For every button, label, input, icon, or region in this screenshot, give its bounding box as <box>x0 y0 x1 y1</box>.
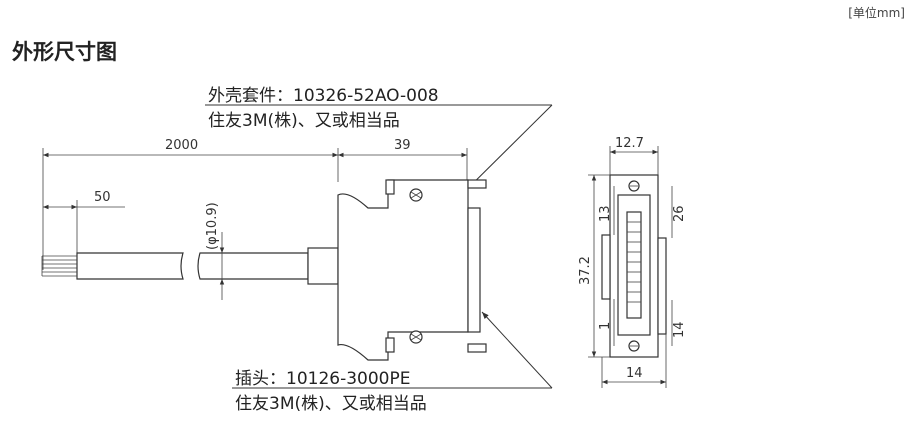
dim-1: 1 <box>598 322 613 330</box>
shell-maker-label: 住友3M(株)、又或相当品 <box>208 111 400 131</box>
front-contacts <box>626 211 642 319</box>
plug-leader <box>481 311 553 389</box>
dim-26: 26 <box>672 205 687 222</box>
front-flange-right <box>657 237 667 335</box>
page-title: 外形尺寸图 <box>12 40 117 64</box>
wire-strands <box>41 255 77 277</box>
dim-39: 39 <box>394 138 411 153</box>
screw-bottom-icon <box>409 330 423 344</box>
screw-top-icon <box>409 188 423 202</box>
connector-shell <box>337 179 469 361</box>
cable-boot <box>307 247 339 285</box>
connector-bottom-tab <box>385 337 395 353</box>
front-screw-bottom-icon <box>628 340 640 352</box>
front-screw-top-icon <box>628 180 640 192</box>
connector-latch-bottom <box>467 343 487 353</box>
dim-13: 13 <box>598 205 613 222</box>
shell-kit-label: 外壳套件：10326-52AO-008 <box>208 86 439 106</box>
unit-label: [单位mm] <box>848 6 905 20</box>
connector-latch-top <box>467 179 487 189</box>
plug-label: 插头：10126-3000PE <box>235 369 410 389</box>
cable-right <box>197 252 309 280</box>
plug-maker-label: 住友3M(株)、又或相当品 <box>235 394 427 414</box>
dim-14-bottom: 14 <box>626 366 643 381</box>
cable-left <box>76 252 184 280</box>
front-flange-left <box>601 234 611 300</box>
front-contact-ticks <box>627 221 641 303</box>
dim-37-2: 37.2 <box>578 256 593 285</box>
dim-50: 50 <box>94 190 111 205</box>
connector-plug-face <box>467 207 481 333</box>
dim-2000: 2000 <box>165 138 198 153</box>
connector-top-tab <box>385 179 395 195</box>
dim-14-side: 14 <box>672 321 687 338</box>
dim-12-7: 12.7 <box>615 136 644 151</box>
dim-diameter: (φ10.9) <box>205 202 220 250</box>
